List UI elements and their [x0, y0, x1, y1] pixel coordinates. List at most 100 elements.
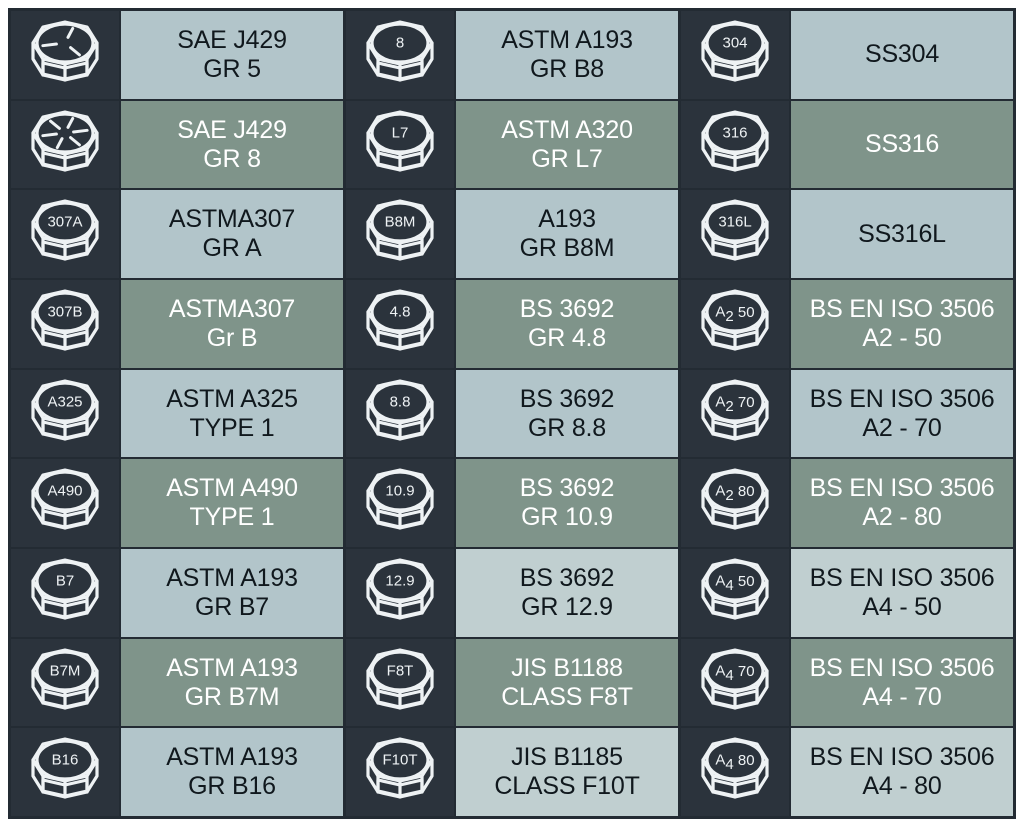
bolt-icon-cell: L7	[346, 100, 456, 189]
bolt-head-stamp-label: A4 80	[715, 752, 754, 773]
hex-bolt-head-icon: B7	[31, 558, 99, 620]
grade-radial-mark-icon	[69, 45, 81, 57]
grade-class-text: A4 - 70	[862, 682, 942, 711]
grade-standard-text: BS 3692	[519, 384, 615, 413]
hex-bolt-head-icon: 8.8	[366, 378, 434, 441]
grade-standard-text: ASTM A193	[166, 743, 298, 772]
grade-radial-mark-icon	[69, 135, 81, 146]
hex-bolt-head-icon: 307A	[31, 199, 99, 261]
grade-standard-text: ASTM A193	[166, 653, 298, 682]
hex-bolt-head-icon: 316L	[701, 199, 769, 261]
grade-class-text: GR B7M	[184, 682, 280, 711]
grade-standard-text: SAE J429	[177, 25, 287, 54]
grade-standard-text: BS 3692	[519, 294, 615, 323]
grade-class-text: A2 - 70	[862, 413, 942, 442]
grade-class-text: GR 4.8	[528, 323, 606, 352]
bolt-icon-cell: A4 70	[681, 638, 791, 727]
grade-class-text: GR B8M	[519, 234, 615, 263]
hex-bolt-head-icon: 316	[701, 109, 769, 172]
grade-standard-text: BS 3692	[519, 563, 615, 592]
bolt-head-stamp-label: A2 80	[715, 483, 754, 504]
grade-standard-text: BS EN ISO 3506	[809, 294, 995, 323]
bolt-head-stamp-label: F8T	[387, 662, 414, 679]
bolt-head-stamp-label: A2 70	[715, 393, 754, 414]
bolt-icon-cell: 307A	[11, 190, 121, 279]
hex-bolt-head-icon: A325	[31, 378, 99, 441]
bolt-head-stamp-label: 316	[722, 124, 747, 141]
bolt-icon-cell	[11, 11, 121, 99]
grade-radial-mark-icon	[66, 26, 75, 39]
bolt-icon-cell: A2 50	[681, 280, 791, 368]
grade-class-text: GR A	[202, 234, 262, 263]
bolt-icon-cell: A325	[11, 369, 121, 458]
grade-class-text: GR 10.9	[521, 503, 613, 532]
grade-standard-text: ASTM A193	[166, 563, 298, 592]
bolt-head-stamp-label: 4.8	[390, 303, 411, 320]
grade-class-text: GR 8	[203, 144, 261, 173]
bolt-icon-cell: 304	[681, 11, 791, 99]
hex-bolt-head-icon: B8M	[366, 199, 434, 261]
hex-bolt-head-icon: 304	[701, 20, 769, 82]
grade-class-text: Gr B	[206, 323, 258, 352]
grade-label-cell: SS304	[791, 11, 1013, 99]
hex-bolt-head-icon: F8T	[366, 647, 434, 710]
bolt-icon-cell: B7	[11, 549, 121, 637]
grade-class-text: A2 - 80	[862, 503, 942, 532]
hex-bolt-head-icon: B16	[31, 737, 99, 799]
grade-standard-text: ASTMA307	[168, 205, 296, 234]
grade-standard-text: SAE J429	[177, 115, 287, 144]
bolt-icon-cell: 316	[681, 100, 791, 189]
grade-entry-3-2: 316 SS316	[681, 100, 1013, 189]
hex-bolt-head-icon	[31, 109, 99, 172]
bolt-head-stamp-label: 12.9	[385, 572, 414, 589]
bolt-icon-cell	[11, 100, 121, 189]
grade-class-text: GR 8.8	[528, 413, 606, 442]
hex-bolt-head-icon: 10.9	[366, 468, 434, 530]
grade-class-text: A4 - 50	[862, 592, 942, 621]
grade-standard-text: BS EN ISO 3506	[809, 384, 995, 413]
grade-standard-text: A193	[538, 205, 596, 234]
grade-class-text: GR B7	[194, 592, 270, 621]
bolt-head-stamp-label: 8.8	[390, 393, 411, 410]
grade-class-text: A4 - 80	[862, 772, 942, 801]
bolt-icon-cell: 316L	[681, 190, 791, 279]
grade-standard-text: ASTM A193	[501, 25, 633, 54]
bolt-head-stamp-label: A325	[47, 393, 82, 410]
grade-standard-text: JIS B1188	[511, 653, 623, 682]
grade-standard-text: BS EN ISO 3506	[809, 653, 995, 682]
grade-radial-mark-icon	[72, 128, 89, 133]
grade-standard-text: SS316L	[858, 219, 946, 248]
grade-class-text: TYPE 1	[189, 413, 275, 442]
bolt-icon-cell: F10T	[346, 728, 456, 817]
grade-class-text: GR B8	[529, 54, 605, 83]
bolt-icon-cell: B16	[11, 728, 121, 817]
grade-class-text: CLASS F10T	[494, 772, 640, 801]
bolt-icon-cell: A2 80	[681, 459, 791, 548]
bolt-head-stamp-label: A4 50	[715, 572, 754, 593]
grade-standard-text: SS316	[864, 130, 940, 158]
bolt-icon-cell: A490	[11, 459, 121, 548]
hex-bolt-head-icon: 307B	[31, 289, 99, 351]
bolt-icon-cell: 8	[346, 11, 456, 99]
